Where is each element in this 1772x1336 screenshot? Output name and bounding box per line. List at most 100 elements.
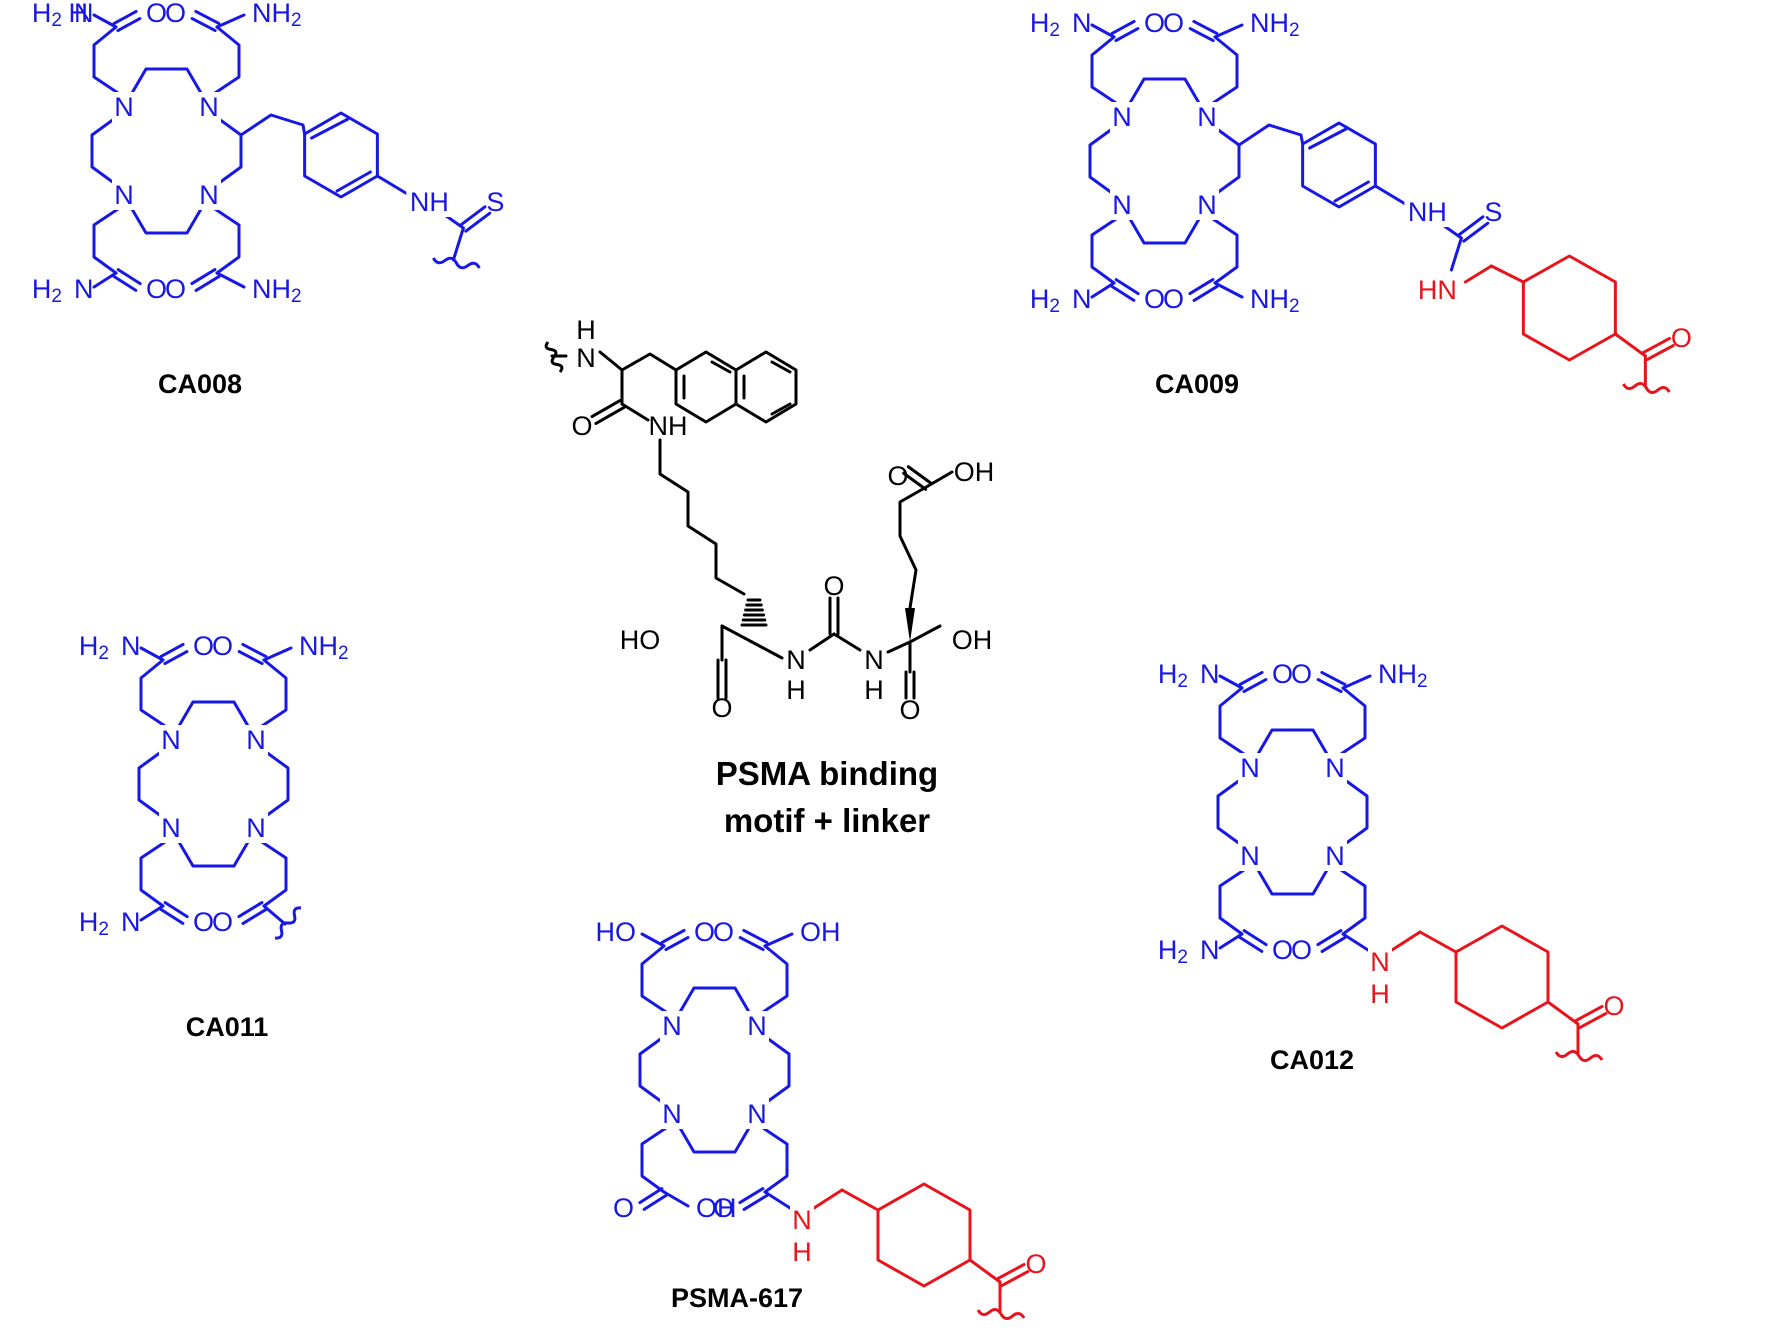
ca009-co-tr xyxy=(1188,27,1215,43)
ca009-arm-br xyxy=(1211,217,1239,285)
ca009-ph-n xyxy=(1373,184,1407,206)
psma617-o-tr: O xyxy=(713,917,734,947)
ca009-o-bl: O xyxy=(1144,284,1165,314)
atom-label-backdrop xyxy=(1110,102,1134,132)
ca009-h2n-bl-h: H2 xyxy=(1030,284,1060,317)
ca011-n3: N xyxy=(161,813,181,843)
ca009-o-tl: O xyxy=(1144,8,1165,38)
motif-c-nh xyxy=(620,402,650,422)
psma617-arm-br xyxy=(761,1126,789,1194)
ca011-h2n-tl-n: N xyxy=(121,631,141,661)
motif-glu-co-top xyxy=(906,465,932,485)
ca008-ring-left xyxy=(90,117,116,185)
ca012-attach xyxy=(1554,1050,1604,1062)
psma617-n2: N xyxy=(747,1011,767,1041)
motif-naph-inner xyxy=(770,360,792,374)
ca009-thio-down xyxy=(1449,236,1463,272)
motif-naph-inner xyxy=(710,360,732,374)
ca008-nh: NH xyxy=(410,187,449,217)
atom-label-backdrop xyxy=(1195,102,1219,132)
ca009-cs xyxy=(1457,215,1485,237)
ca009-ring-right xyxy=(1215,127,1241,195)
ca009-cn-br xyxy=(1213,281,1244,299)
ca011-arm-tl xyxy=(139,658,167,728)
ca011-o-tl: O xyxy=(193,631,214,661)
ca008-n1: N xyxy=(114,92,134,122)
psma617-co-tr xyxy=(742,928,769,944)
psma617-ho-tl: HO xyxy=(596,917,637,947)
ca011-ring-top xyxy=(177,700,250,728)
atom-label-backdrop xyxy=(1323,753,1347,783)
atom-label-backdrop xyxy=(1404,197,1451,227)
motif-co xyxy=(590,399,622,419)
motif-urea-n2-label: N xyxy=(864,645,884,675)
ca011-attach-bond xyxy=(262,904,287,926)
atom-label-backdrop xyxy=(1323,841,1347,871)
ca008-benzyl-link xyxy=(301,123,307,136)
atom-label-backdrop xyxy=(660,1099,684,1129)
caption-psma-617: PSMA-617 xyxy=(671,1283,803,1313)
motif-glu-cooh xyxy=(908,624,942,644)
ca011-ring-bottom xyxy=(177,840,250,868)
motif-ho-left: HO xyxy=(620,625,661,655)
psma617-co-br xyxy=(738,1187,765,1205)
ca011-co-bl xyxy=(163,901,189,919)
ca011-co-bl xyxy=(159,907,185,925)
ca012-acyl-co xyxy=(1578,1012,1608,1030)
ca008-co-br xyxy=(194,274,221,292)
psma617-co-tl xyxy=(664,936,690,952)
ca008-cn-bl xyxy=(92,271,118,289)
ca012-co-bl xyxy=(1242,929,1268,947)
ca012-n1: N xyxy=(1240,753,1260,783)
ca011-h2n-tl-h: H2 xyxy=(79,631,109,664)
ca012-o-bl: O xyxy=(1272,935,1293,965)
psma617-attach xyxy=(976,1308,1026,1320)
ca012-ring-bottom xyxy=(1256,868,1329,896)
ca009-o-tr: O xyxy=(1163,8,1184,38)
ca008-cn-tl xyxy=(92,13,118,29)
ca009-co-bl xyxy=(1110,284,1136,302)
ca009-cn-bl xyxy=(1090,281,1116,299)
ca008-co-tr xyxy=(194,9,221,25)
ca012-n-link: N xyxy=(1370,947,1390,977)
ca011-h2n-bl-h: H2 xyxy=(79,907,109,940)
ca008-o-tl: O xyxy=(146,0,167,28)
ca009-o-br: O xyxy=(1163,284,1184,314)
ca009-co-tl xyxy=(1114,27,1140,43)
ca011-n4: N xyxy=(246,813,266,843)
ca008-nh2-br: NH2 xyxy=(252,274,302,307)
ca009-h2n-tl-h: H2 xyxy=(1030,8,1060,41)
ca011-co-tl xyxy=(163,650,189,666)
atom-label-backdrop xyxy=(197,180,221,210)
ca012-co-bl xyxy=(1238,935,1264,953)
atom-label-backdrop xyxy=(1110,190,1134,220)
ca009-co-tr xyxy=(1192,19,1219,35)
ca012-n3: N xyxy=(1240,841,1260,871)
ca009-s: S xyxy=(1484,197,1502,227)
motif-glu-n xyxy=(886,640,912,654)
ca012-acyl-co xyxy=(1574,1004,1604,1022)
ca012-arm-br xyxy=(1339,868,1367,936)
psma617-acyl xyxy=(968,1258,1002,1284)
caption-psma-binding-line2: motif + linker xyxy=(724,802,930,839)
psma617-coh-bl xyxy=(662,1190,690,1208)
motif-o-top: O xyxy=(887,461,908,491)
psma617-cyclohexyl xyxy=(876,1182,972,1288)
ca008-co-tl xyxy=(116,17,142,33)
ca009-cs xyxy=(1462,221,1490,243)
ca008-nh2-tr: NH2 xyxy=(252,0,302,31)
psma617-arm-bl xyxy=(640,1126,668,1194)
ca009-arm-bl xyxy=(1090,217,1118,285)
atom-label-backdrop xyxy=(745,1099,769,1129)
motif-o1: O xyxy=(571,411,592,441)
caption-ca012: CA012 xyxy=(1270,1045,1354,1075)
ca012-ring-right xyxy=(1343,778,1369,846)
ca008-cn-br xyxy=(215,271,246,289)
ca009-phenyl xyxy=(1301,121,1377,209)
ca011-co-br xyxy=(237,901,264,919)
motif-urea-h2: H xyxy=(864,675,884,705)
ca009-link2 xyxy=(1489,264,1525,284)
ca012-co-br xyxy=(1320,935,1347,953)
psma617-n-link: N xyxy=(792,1205,812,1235)
ca012-co-tl xyxy=(1238,670,1264,686)
